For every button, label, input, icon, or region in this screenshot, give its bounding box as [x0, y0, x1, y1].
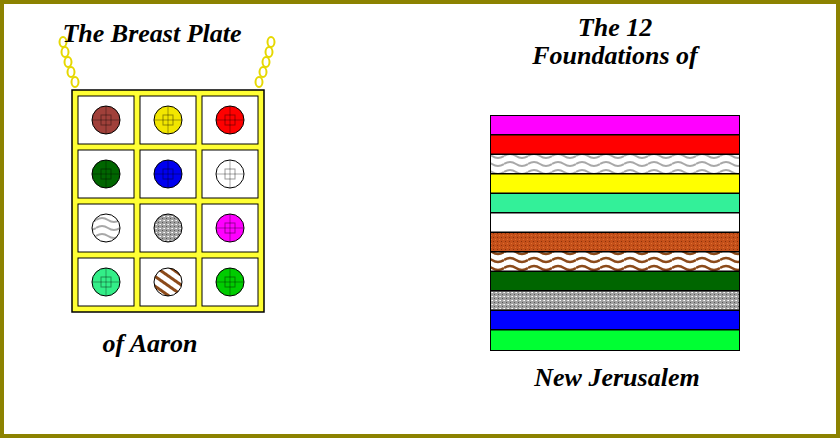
foundations-block: The 12 Foundations of New Jerusalem — [470, 2, 770, 397]
foundations-caption: New Jerusalem — [534, 364, 699, 392]
plate-title: The Breast Plate — [62, 20, 241, 48]
plate-caption: of Aaron — [102, 330, 197, 358]
breast-plate: The Breast Plate of Aaron — [30, 8, 280, 378]
foundations-title: The 12 Foundations of — [507, 14, 724, 70]
